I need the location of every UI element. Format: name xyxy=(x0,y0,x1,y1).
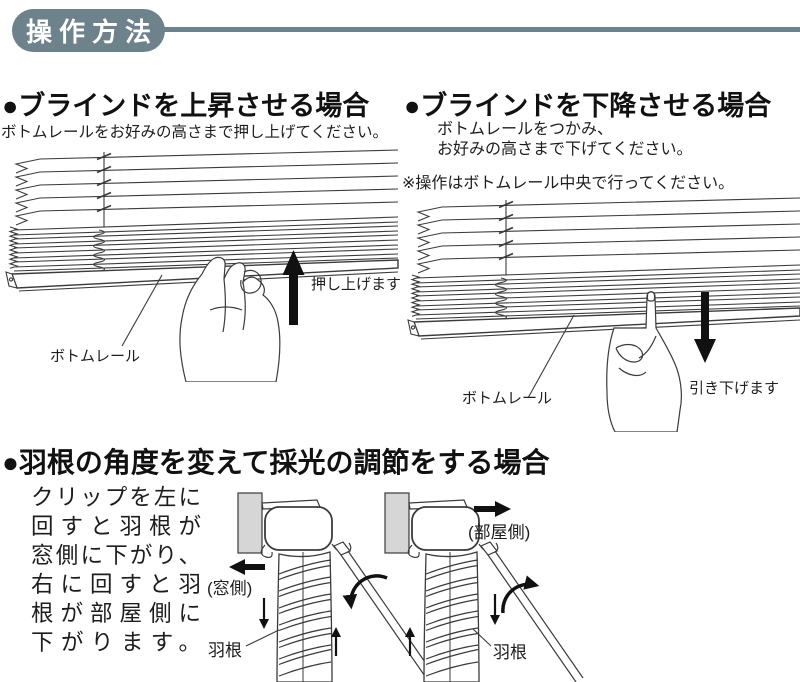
tilt-body-line: 右に回すと羽 xyxy=(31,572,201,597)
room-side-label: (部屋側) xyxy=(468,523,530,542)
pull-down-label: 引き下げます xyxy=(689,380,779,397)
tilt-body-line: 下がります。 xyxy=(31,630,201,655)
raise-section-body: ボトムレールをお好みの高さまで押し上げてください。 xyxy=(1,124,389,141)
lower-body-line2: お好みの高さまで下げてください。 xyxy=(437,141,693,158)
tilt-illustration: (窓側) 羽根 (部屋側) 羽根 xyxy=(207,492,584,682)
lower-section-heading: ●ブラインドを下降させる場合 xyxy=(404,91,772,121)
header-rule xyxy=(150,27,800,32)
tilt-section-body: クリップを左に 回すと羽根が 窓側に下がり、 右に回すと羽 根が部屋側に 下がり… xyxy=(31,483,201,657)
up-arrow-icon xyxy=(405,627,415,656)
hand-drawing xyxy=(606,291,682,432)
tilt-body-line: クリップを左に xyxy=(31,485,201,510)
leader-line xyxy=(527,314,575,399)
slat-label: 羽根 xyxy=(493,643,527,662)
down-arrow-icon xyxy=(259,598,269,629)
raise-section-heading: ●ブラインドを上昇させる場合 xyxy=(2,91,370,121)
lower-body-line1: ボトムレールをつかみ、 xyxy=(437,121,614,138)
slat-label: 羽根 xyxy=(208,641,242,660)
down-arrow-icon xyxy=(694,292,716,363)
leader-line xyxy=(121,274,163,347)
tilt-body-line: 窓側に下がり、 xyxy=(31,543,201,568)
leader-line xyxy=(245,629,280,647)
blind-drawing xyxy=(5,149,399,292)
bottom-rail-label: ボトムレール xyxy=(462,390,552,407)
rotate-arrow-icon xyxy=(342,574,388,610)
raise-illustration: ボトムレール 押し上げます xyxy=(5,149,400,382)
tilt-section-heading: ●羽根の角度を変えて採光の調節をする場合 xyxy=(2,447,550,478)
hand-drawing xyxy=(179,256,281,382)
up-arrow-icon xyxy=(282,250,305,325)
bottom-rail-label: ボトムレール xyxy=(50,348,140,365)
operation-method-badge: 操作方法 xyxy=(12,9,165,52)
tilt-body-line: 回すと羽根が xyxy=(31,514,201,539)
right-arrow-icon xyxy=(474,501,511,517)
blind-drawing xyxy=(407,197,800,340)
clip-drawing xyxy=(384,492,584,682)
down-arrow-icon xyxy=(490,594,500,625)
page-title: 操作方法 xyxy=(25,17,158,47)
up-arrow-icon xyxy=(331,627,341,656)
left-arrow-icon xyxy=(229,559,265,575)
leader-line xyxy=(472,628,492,647)
window-side-label: (窓側) xyxy=(207,579,252,598)
lower-illustration: ボトムレール 引き下げます xyxy=(407,197,800,432)
rotate-arrow-icon xyxy=(501,575,540,614)
lower-section-body: ボトムレールをつかみ、 お好みの高さまで下げてください。 xyxy=(437,120,693,160)
tilt-body-line: 根が部屋側に xyxy=(31,601,201,626)
push-up-label: 押し上げます xyxy=(311,276,400,293)
lower-section-note: ※操作はボトムレール中央で行ってください。 xyxy=(402,175,735,192)
